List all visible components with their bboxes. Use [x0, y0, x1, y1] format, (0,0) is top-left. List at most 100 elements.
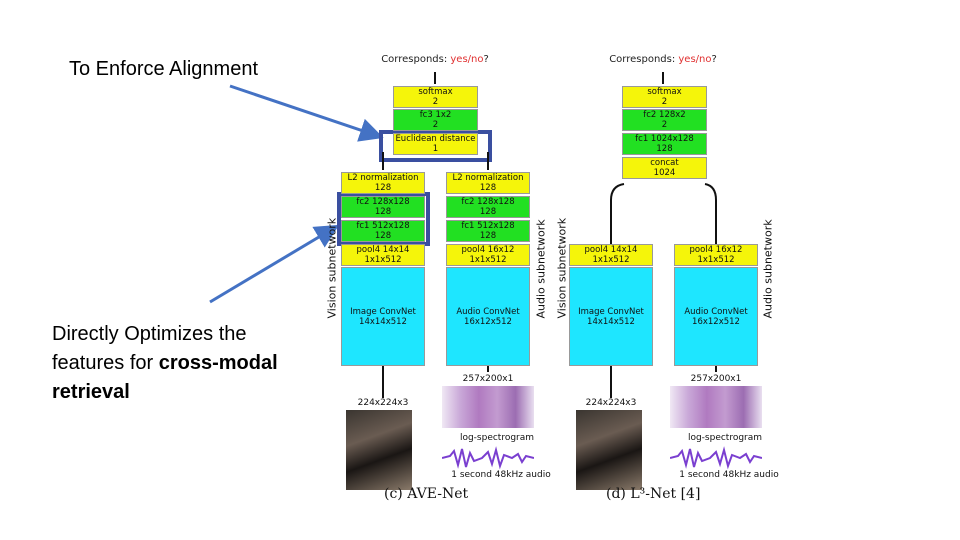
ave-audio-fc2-dim: 128 — [479, 207, 497, 217]
l3-corresponds-label: Corresponds: yes/no? — [598, 54, 728, 65]
note-cross-modal: Directly Optimizes the features for cros… — [52, 320, 322, 407]
l3-vision-pool4-dim: 1x1x512 — [592, 255, 630, 265]
ave-audio-label: 1 second 48kHz audio — [451, 470, 551, 480]
l3-softmax-dim: 2 — [661, 97, 668, 107]
ave-audio-subnetwork-label: Audio subnetwork — [534, 219, 548, 319]
arrow-to-fc-layers — [209, 224, 340, 304]
ave-audio-l2-name: L2 normalization — [452, 173, 524, 183]
connector — [704, 183, 717, 244]
l3-corr-suffix: ? — [711, 54, 717, 65]
ave-vision-fc2-dim: 128 — [374, 207, 392, 217]
ave-audio-fc2-name: fc2 128x128 — [461, 197, 515, 207]
ave-vision-l2-dim: 128 — [374, 183, 392, 193]
ave-corr-suffix: ? — [483, 54, 489, 65]
l3-caption: (d) L³-Net [4] — [606, 486, 701, 502]
ave-audio-convnet-dim: 16x12x512 — [464, 316, 512, 327]
connector — [610, 183, 625, 244]
l3-image-convnet-dim: 14x14x512 — [587, 316, 635, 327]
ave-audio-waveform-image — [442, 446, 534, 470]
ave-fc3-dim: 2 — [432, 120, 439, 130]
ave-corr-text: Corresponds: — [381, 54, 451, 65]
l3-corr-yesno: yes/no — [678, 54, 712, 65]
ave-audio-l2-dim: 128 — [479, 183, 497, 193]
ave-audio-fc1-name: fc1 512x128 — [461, 221, 515, 231]
ave-spectrogram-image — [442, 386, 534, 428]
l3-audio-subnetwork-label: Audio subnetwork — [761, 219, 775, 319]
ave-vision-input-size: 224x224x3 — [357, 398, 409, 408]
ave-softmax-name: softmax — [418, 87, 453, 97]
ave-corr-yesno: yes/no — [450, 54, 484, 65]
ave-image-convnet-name: Image ConvNet — [350, 306, 416, 317]
ave-audio-convnet-name: Audio ConvNet — [456, 306, 520, 317]
ave-vision-fc1-dim: 128 — [374, 231, 392, 241]
l3-audio-pool4-dim: 1x1x512 — [697, 255, 735, 265]
ave-spectrogram-label: log-spectrogram — [459, 433, 535, 443]
l3-audio-waveform-image — [670, 446, 762, 470]
ave-caption: (c) AVE-Net — [384, 486, 469, 502]
l3-spectrogram-label: log-spectrogram — [687, 433, 763, 443]
l3-audio-convnet-dim: 16x12x512 — [692, 316, 740, 327]
note-cross-modal-bold: cross-modal retrieval — [52, 352, 278, 403]
ave-video-frame-image — [346, 410, 412, 490]
ave-audio-pool4-name: pool4 16x12 — [461, 245, 515, 255]
ave-audio-pool4-dim: 1x1x512 — [469, 255, 507, 265]
l3-fc1-name: fc1 1024x128 — [635, 134, 694, 144]
l3-audio-label: 1 second 48kHz audio — [679, 470, 779, 480]
l3-audio-input-size: 257x200x1 — [690, 374, 742, 384]
l3-spectrogram-image — [670, 386, 762, 428]
ave-audio-input-size: 257x200x1 — [462, 374, 514, 384]
ave-vision-fc1-name: fc1 512x128 — [356, 221, 410, 231]
note-cross-modal-text: Directly Optimizes the features for — [52, 323, 247, 374]
l3-fc2-dim: 2 — [661, 120, 668, 130]
l3-vision-pool4-name: pool4 14x14 — [584, 245, 638, 255]
ave-euclid-name: Euclidean distance — [395, 134, 476, 144]
ave-vision-pool4-name: pool4 14x14 — [356, 245, 410, 255]
ave-vision-pool4-dim: 1x1x512 — [364, 255, 402, 265]
l3-softmax-name: softmax — [647, 87, 682, 97]
ave-euclid-dim: 1 — [432, 144, 439, 154]
note-enforce-alignment: To Enforce Alignment — [69, 58, 258, 80]
l3-audio-pool4-name: pool4 16x12 — [689, 245, 743, 255]
l3-image-convnet-name: Image ConvNet — [578, 306, 644, 317]
l3-fc1-dim: 128 — [656, 144, 673, 154]
l3-audio-convnet-name: Audio ConvNet — [684, 306, 748, 317]
arrow-to-euclidean — [229, 84, 384, 142]
highlight-euclidean-box — [379, 130, 492, 162]
ave-corresponds-label: Corresponds: yes/no? — [370, 54, 500, 65]
ave-audio-fc1-dim: 128 — [479, 231, 497, 241]
l3-corr-text: Corresponds: — [609, 54, 679, 65]
l3-concat-dim: 1024 — [653, 168, 676, 178]
ave-vision-l2-name: L2 normalization — [347, 173, 419, 183]
ave-image-convnet-dim: 14x14x512 — [359, 316, 407, 327]
ave-fc3-name: fc3 1x2 — [419, 110, 452, 120]
ave-softmax-dim: 2 — [432, 97, 439, 107]
ave-vision-subnetwork-label: Vision subnetwork — [325, 217, 339, 319]
l3-vision-input-size: 224x224x3 — [585, 398, 637, 408]
l3-fc2-name: fc2 128x2 — [643, 110, 686, 120]
l3-concat-name: concat — [650, 158, 679, 168]
ave-vision-fc2-name: fc2 128x128 — [356, 197, 410, 207]
l3-vision-subnetwork-label: Vision subnetwork — [555, 217, 569, 319]
l3-video-frame-image — [576, 410, 642, 490]
